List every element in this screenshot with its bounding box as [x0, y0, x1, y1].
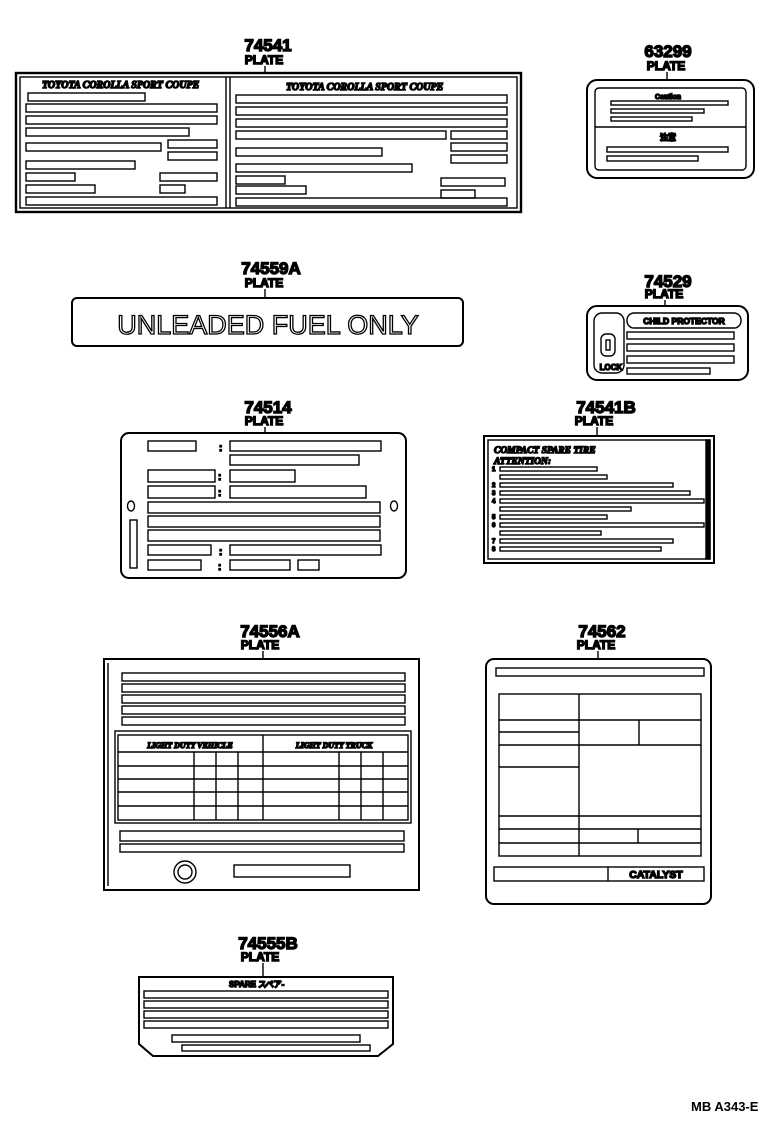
part-label: PLATE [241, 638, 279, 652]
caution-caption-jp: 注意 [660, 132, 676, 142]
part-74559A: 74559A PLATE UNLEADED FUEL ONLY [71, 258, 464, 347]
child-protector-header: CHILD PROTECTOR [643, 316, 725, 326]
catalyst-label: CATALYST [629, 869, 683, 881]
part-label: PLATE [645, 287, 683, 301]
part-number: 74541 [244, 36, 291, 55]
part-74541B: 74541B PLATE COMPACT SPARE TIRE ATTENTIO… [483, 397, 715, 564]
part-label: PLATE [575, 414, 613, 428]
part-74514: 74514 PLATE : : : : : [120, 397, 407, 579]
part-74562: 74562 PLATE CATALYST [485, 621, 712, 905]
colon: : [219, 547, 222, 558]
colon: : [218, 472, 221, 483]
part-label: PLATE [245, 53, 283, 67]
part-number: 74514 [244, 398, 292, 417]
part-label: PLATE [647, 59, 685, 73]
part-number: 74556A [240, 622, 300, 641]
part-number: 74562 [578, 622, 625, 641]
caution-caption: Caution [655, 94, 681, 101]
colon: : [218, 562, 221, 573]
unleaded-fuel-text: UNLEADED FUEL ONLY [117, 310, 419, 340]
part-label: PLATE [245, 276, 283, 290]
line-number: 5 [492, 515, 496, 521]
part-number: 63299 [644, 42, 691, 61]
part-74555B: 74555B PLATE SPARE スペア- [138, 933, 394, 1057]
spare-header: SPARE スペア- [229, 980, 285, 989]
diagram-reference-code: MB A343-E [691, 1099, 759, 1114]
part-74541: 74541 PLATE TOYOTA COROLLA SPORT COUPE T… [14, 35, 523, 214]
part-74529: 74529 PLATE LOCK CHILD PROTECTOR [586, 271, 749, 381]
line-number: 6 [492, 523, 496, 529]
colon: : [219, 443, 222, 454]
light-duty-vehicle-header: LIGHT DUTY VEHICLE [146, 741, 232, 750]
colon: : [218, 488, 221, 499]
part-63299: 63299 PLATE Caution 注意 [586, 41, 755, 179]
line-number: 3 [492, 491, 496, 497]
part-number: 74541B [576, 398, 636, 417]
light-duty-truck-header: LIGHT DUTY TRUCK [295, 741, 373, 750]
part-number: 74529 [644, 272, 691, 291]
part-label: PLATE [241, 950, 279, 964]
attention-label: ATTENTION: [493, 457, 551, 467]
line-number: 8 [492, 547, 496, 553]
part-number: 74559A [241, 259, 301, 278]
plate-title-right: TOYOTA COROLLA SPORT COUPE [286, 82, 444, 93]
lock-label: LOCK [600, 363, 623, 372]
part-74556A: 74556A PLATE LIGHT DUTY VEHICLE LIGHT DU… [103, 621, 420, 891]
part-label: PLATE [245, 414, 283, 428]
line-number: 2 [492, 483, 496, 489]
line-number: 1 [492, 467, 496, 473]
compact-spare-title: COMPACT SPARE TIRE [494, 446, 596, 456]
part-label: PLATE [577, 638, 615, 652]
line-number: 7 [492, 539, 496, 545]
plate-title-left: TOYOTA COROLLA SPORT COUPE [42, 80, 200, 91]
part-number: 74555B [238, 934, 298, 953]
line-number: 4 [492, 499, 496, 505]
